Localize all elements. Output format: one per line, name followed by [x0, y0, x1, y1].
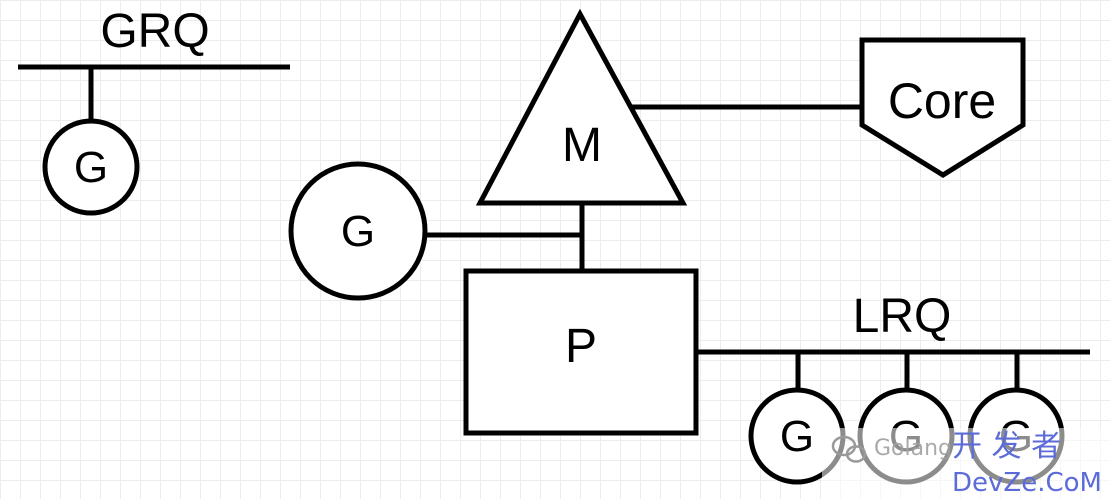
running-goroutine-circle: [288, 161, 428, 301]
watermark-site-cn: 开 发 者: [952, 429, 1061, 464]
wechat-icon: [831, 435, 867, 463]
grq-goroutine-circle: [42, 118, 140, 216]
running-goroutine-label: G: [341, 207, 375, 256]
core-label: Core: [888, 73, 996, 129]
grq-goroutine-label: G: [74, 143, 108, 192]
processor-box: [463, 268, 699, 436]
core-shape: [859, 37, 1026, 178]
machine-label: M: [562, 119, 602, 172]
lrq-label: LRQ: [853, 290, 952, 343]
processor-label: P: [565, 320, 597, 373]
watermark: Golang 开 发 者 DevZe.CoM: [822, 428, 1110, 499]
watermark-source-text: Golang: [874, 436, 952, 461]
watermark-site-en: DevZe.CoM: [952, 468, 1102, 498]
lrq-goroutine-label-1: G: [780, 412, 814, 461]
grq-label: GRQ: [100, 5, 209, 58]
